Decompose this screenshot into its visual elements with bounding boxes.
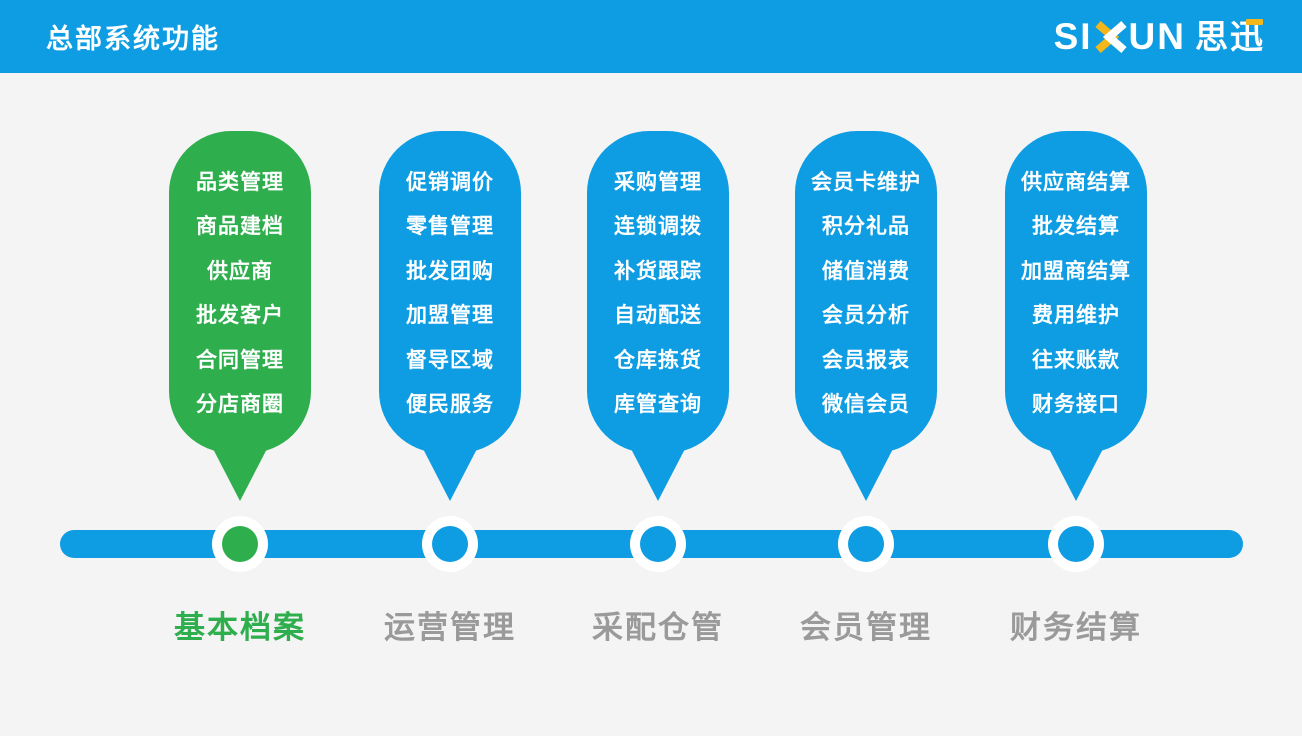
feature-item: 财务接口 (1032, 393, 1120, 417)
timeline-node-dot (1058, 526, 1094, 562)
feature-item: 补货跟踪 (614, 259, 702, 283)
feature-item: 会员分析 (822, 304, 910, 328)
feature-item: 合同管理 (196, 348, 284, 372)
feature-item: 零售管理 (406, 215, 494, 239)
timeline-node-dot (848, 526, 884, 562)
feature-item: 促销调价 (406, 170, 494, 194)
balloon-body: 品类管理 商品建档 供应商 批发客户 合同管理 分店商圈 (169, 131, 311, 453)
feature-item: 会员报表 (822, 348, 910, 372)
feature-item: 仓库拣货 (614, 348, 702, 372)
feature-item: 加盟管理 (406, 304, 494, 328)
logo-accent-mark (1246, 19, 1263, 25)
balloon-tail (836, 443, 896, 501)
category-label-basic-archives: 基本档案 (174, 610, 306, 645)
feature-item: 往来账款 (1032, 348, 1120, 372)
balloon-body: 采购管理 连锁调拨 补货跟踪 自动配送 仓库拣货 库管查询 (587, 131, 729, 453)
sixun-logo: SI UN 思迅 (1054, 18, 1265, 55)
logo-text-un: UN (1128, 16, 1186, 57)
feature-item: 供应商结算 (1021, 170, 1131, 194)
timeline-node-dot (640, 526, 676, 562)
category-label-operations: 运营管理 (384, 610, 516, 645)
feature-item: 加盟商结算 (1021, 259, 1131, 283)
logo-text-cn: 思迅 (1195, 18, 1265, 55)
balloon-tail (628, 443, 688, 501)
feature-item: 采购管理 (614, 170, 702, 194)
timeline-node-dot (222, 526, 258, 562)
header-bar: 总部系统功能 SI UN 思迅 (0, 0, 1302, 73)
timeline-node-dot (432, 526, 468, 562)
feature-balloon-finance: 供应商结算 批发结算 加盟商结算 费用维护 往来账款 财务接口 (1005, 131, 1147, 501)
balloon-tail (1046, 443, 1106, 501)
feature-balloon-basic-archives: 品类管理 商品建档 供应商 批发客户 合同管理 分店商圈 (169, 131, 311, 501)
feature-item: 分店商圈 (196, 393, 284, 417)
feature-item: 批发团购 (406, 259, 494, 283)
feature-item: 督导区域 (406, 348, 494, 372)
feature-item: 批发结算 (1032, 215, 1120, 239)
feature-balloon-procurement-warehouse: 采购管理 连锁调拨 补货跟踪 自动配送 仓库拣货 库管查询 (587, 131, 729, 501)
feature-balloon-membership: 会员卡维护 积分礼品 储值消费 会员分析 会员报表 微信会员 (795, 131, 937, 501)
page-title: 总部系统功能 (46, 24, 220, 54)
feature-item: 便民服务 (406, 393, 494, 417)
balloon-tail (420, 443, 480, 501)
category-label-finance: 财务结算 (1010, 610, 1142, 645)
feature-item: 费用维护 (1032, 304, 1120, 328)
feature-item: 库管查询 (614, 393, 702, 417)
feature-item: 连锁调拨 (614, 215, 702, 239)
logo-text-si: SI (1053, 16, 1093, 57)
feature-balloon-operations: 促销调价 零售管理 批发团购 加盟管理 督导区域 便民服务 (379, 131, 521, 501)
feature-item: 供应商 (207, 259, 273, 283)
feature-item: 微信会员 (822, 393, 910, 417)
logo-cn-chars: 思迅 (1195, 18, 1265, 55)
feature-item: 自动配送 (614, 304, 702, 328)
balloon-tail (210, 443, 270, 501)
feature-item: 储值消费 (822, 259, 910, 283)
balloon-body: 会员卡维护 积分礼品 储值消费 会员分析 会员报表 微信会员 (795, 131, 937, 453)
feature-item: 积分礼品 (822, 215, 910, 239)
feature-item: 商品建档 (196, 215, 284, 239)
balloon-body: 促销调价 零售管理 批发团购 加盟管理 督导区域 便民服务 (379, 131, 521, 453)
feature-item: 会员卡维护 (811, 170, 921, 194)
feature-item: 批发客户 (196, 304, 284, 328)
category-label-membership: 会员管理 (800, 610, 932, 645)
logo-x-icon (1094, 20, 1127, 53)
balloon-body: 供应商结算 批发结算 加盟商结算 费用维护 往来账款 财务接口 (1005, 131, 1147, 453)
feature-item: 品类管理 (196, 170, 284, 194)
category-label-procurement-warehouse: 采配仓管 (592, 610, 724, 645)
